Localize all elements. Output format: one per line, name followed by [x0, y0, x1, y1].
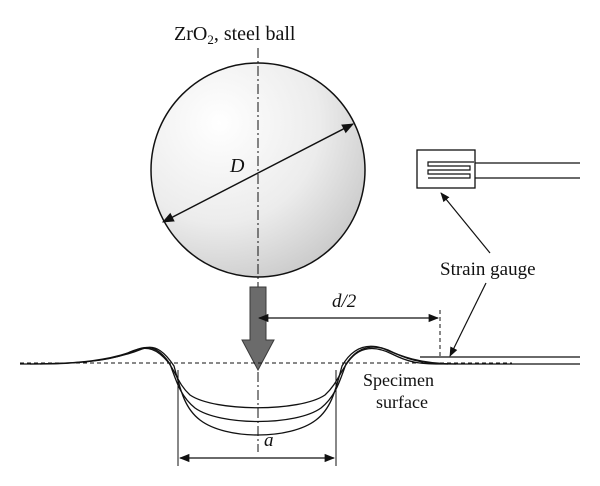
diameter-dimension-line: [161, 123, 355, 223]
strain-gauge-pointer-top: [440, 192, 491, 254]
specimen-label-line1: Specimen: [363, 370, 434, 390]
indent-width-label: a: [264, 430, 274, 451]
specimen-label-line2: surface: [376, 392, 428, 412]
gauge-grid: [427, 161, 474, 179]
surface-profile-2: [29, 346, 449, 423]
load-arrow: [241, 286, 275, 372]
strain-gauge-pointer-side: [449, 282, 487, 357]
half-distance-label: d/2: [332, 291, 357, 312]
surface-profile-3: [39, 345, 457, 436]
ball-title: ZrO2, steel ball: [174, 23, 296, 47]
strain-gauge-top-view: [416, 149, 580, 189]
gauge-body: [416, 149, 476, 189]
strain-gauge-label: Strain gauge: [440, 259, 536, 280]
diameter-label: D: [229, 155, 245, 177]
